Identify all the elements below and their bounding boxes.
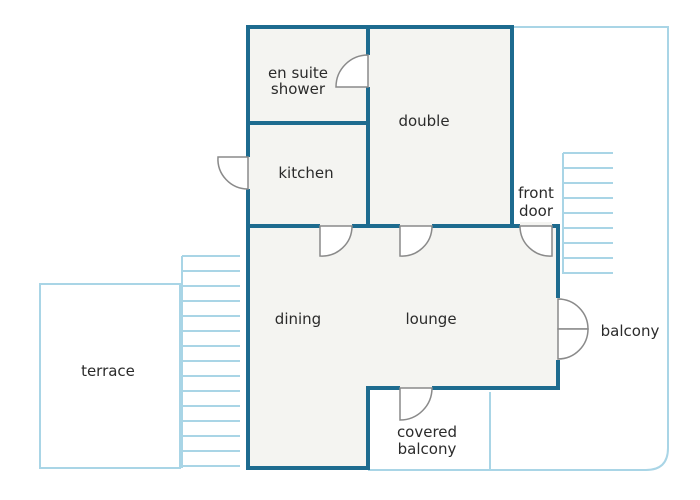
en-suite-label-line1: en suite xyxy=(268,64,328,82)
en-suite-label-line2: shower xyxy=(271,80,326,98)
covered-balcony-door-icon[interactable] xyxy=(399,387,433,421)
left-staircase xyxy=(181,255,240,468)
covered-balcony-label-line2: balcony xyxy=(398,440,457,458)
dining-door-icon[interactable] xyxy=(319,225,353,257)
kitchen-label: kitchen xyxy=(278,164,333,182)
front-door-label-line1: front xyxy=(518,184,554,202)
exterior-wall xyxy=(246,25,560,470)
right-staircase xyxy=(562,152,613,274)
balcony-door-bottom-icon[interactable] xyxy=(557,328,589,360)
covered-balcony-label-line1: covered xyxy=(397,423,457,441)
front-door-label-line2: door xyxy=(519,202,554,220)
right-balcony-outline xyxy=(489,26,669,471)
terrace-label: terrace xyxy=(81,362,135,380)
ensuite-door-icon[interactable] xyxy=(335,54,369,88)
lounge-label: lounge xyxy=(405,310,456,328)
balcony-door-top-icon[interactable] xyxy=(557,298,589,330)
dining-label: dining xyxy=(275,310,321,328)
terrace-outline xyxy=(39,283,181,469)
double-door-icon[interactable] xyxy=(399,225,433,257)
kitchen-door-icon[interactable] xyxy=(217,156,249,190)
double-label: double xyxy=(398,112,449,130)
front-door-icon[interactable] xyxy=(519,225,553,257)
balcony-label: balcony xyxy=(601,322,660,340)
